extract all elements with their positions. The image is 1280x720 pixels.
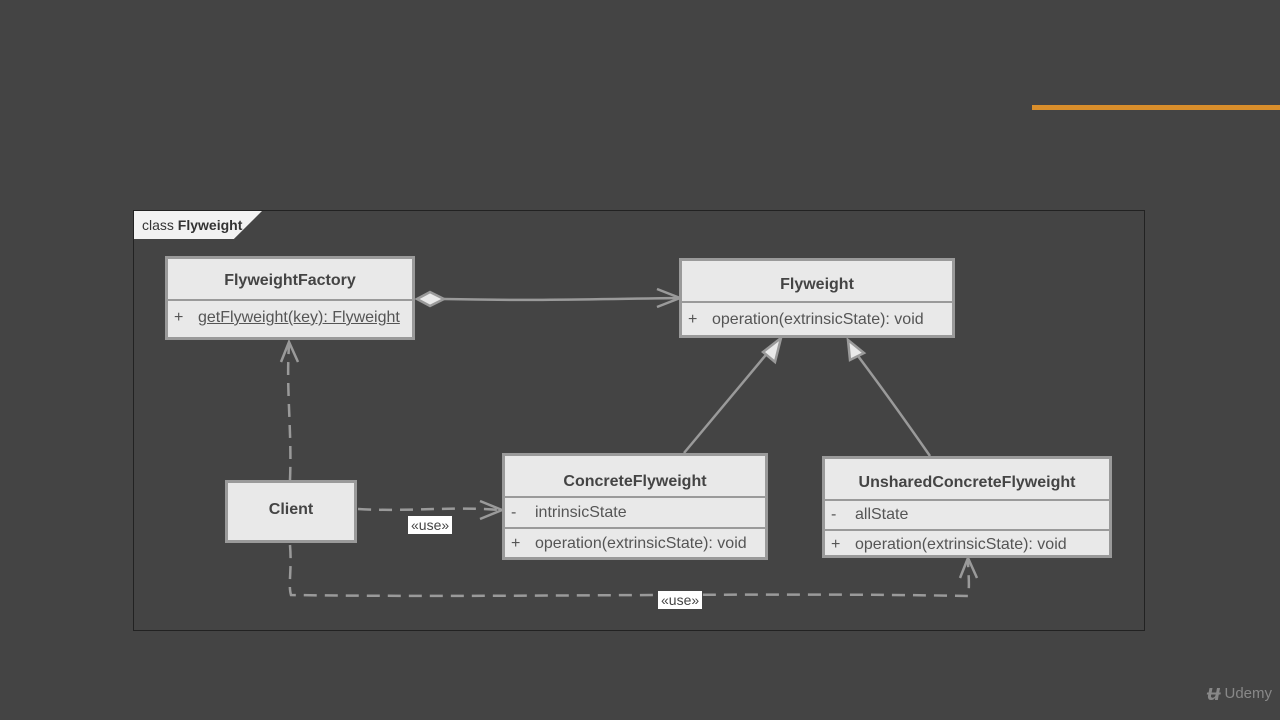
- generalization-concrete-flyweight: [683, 334, 784, 454]
- visibility-marker: +: [688, 311, 698, 328]
- dependency-client-unshared: [288, 544, 979, 598]
- class-method: + operation(extrinsicState): void: [505, 527, 765, 558]
- class-name: Client: [268, 501, 314, 518]
- brand-text: Udemy: [1224, 684, 1272, 702]
- visibility-marker: +: [174, 309, 184, 326]
- visibility-marker: +: [511, 535, 521, 552]
- member-text: operation(extrinsicState): void: [855, 536, 1067, 553]
- frame-label-prefix: class: [142, 217, 174, 233]
- member-text: operation(extrinsicState): void: [712, 311, 924, 328]
- member-text: getFlyweight(key): Flyweight: [198, 309, 400, 326]
- udemy-logo-icon: ʉ: [1207, 680, 1221, 705]
- generalization-unshared-flyweight: [846, 337, 932, 457]
- member-text: operation(extrinsicState): void: [535, 535, 747, 552]
- visibility-marker: -: [511, 504, 517, 521]
- visibility-marker: -: [831, 506, 837, 523]
- frame-label-name: Flyweight: [177, 217, 243, 233]
- class-method: + operation(extrinsicState): void: [682, 301, 952, 335]
- aggregation-factory-flyweight: [414, 287, 684, 309]
- diagram-frame: [133, 210, 1145, 631]
- use-label-unshared: «use»: [658, 591, 703, 609]
- class-attribute: - allState: [825, 499, 1109, 529]
- udemy-brand: ʉ Udemy: [1207, 680, 1272, 706]
- member-text: intrinsicState: [535, 504, 627, 521]
- class-flyweight[interactable]: Flyweight + operation(extrinsicState): vo…: [679, 258, 955, 338]
- class-name: FlyweightFactory: [224, 272, 356, 289]
- accent-bar: [1032, 105, 1280, 110]
- member-text: allState: [855, 506, 909, 523]
- class-client[interactable]: Client: [225, 480, 357, 543]
- dependency-client-factory: [279, 338, 300, 481]
- class-name: Flyweight: [780, 276, 854, 293]
- use-label-concrete: «use»: [408, 516, 453, 534]
- class-concrete-flyweight[interactable]: ConcreteFlyweight - intrinsicState + opera…: [502, 453, 768, 560]
- class-attribute: - intrinsicState: [505, 496, 765, 527]
- class-name: ConcreteFlyweight: [563, 473, 707, 490]
- class-unshared-concrete-flyweight[interactable]: UnsharedConcreteFlyweight - allState + ope…: [822, 456, 1112, 558]
- class-name: UnsharedConcreteFlyweight: [858, 474, 1076, 491]
- visibility-marker: +: [831, 536, 841, 553]
- class-flyweight-factory[interactable]: FlyweightFactory + getFlyweight(key): Fly…: [165, 256, 415, 340]
- class-method: + getFlyweight(key): Flyweight: [168, 299, 412, 337]
- class-method: + operation(extrinsicState): void: [825, 529, 1109, 559]
